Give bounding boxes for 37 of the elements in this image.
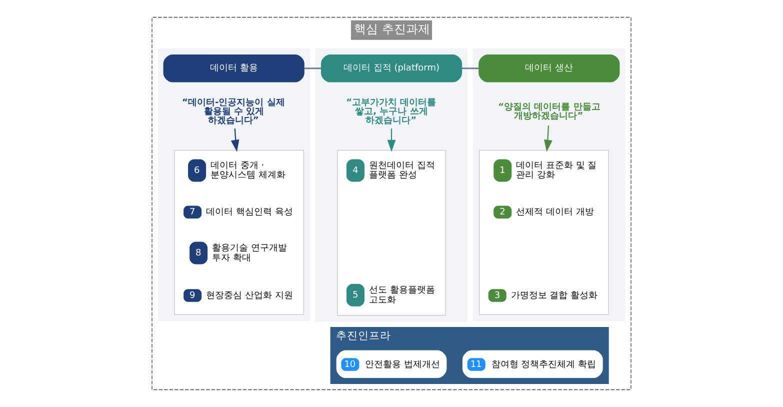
node-label: 데이터 중개 · 분양시스템 체계화: [210, 160, 286, 181]
node-box: 7: [184, 206, 202, 219]
connector: [304, 68, 322, 70]
arrow: [544, 126, 552, 152]
node-box: 8: [190, 242, 208, 264]
arrow: [387, 128, 396, 152]
node-box: 데이터 집적 (platform): [320, 54, 462, 82]
node-label: 선도 활용플랫폼 고도화: [368, 286, 435, 306]
node-label: 원천데이터 집적 플랫폼 완성: [368, 160, 435, 181]
connector: [462, 68, 479, 70]
arrow: [230, 128, 240, 152]
cluster: [315, 48, 468, 322]
cluster: [478, 150, 609, 315]
cluster: [337, 150, 446, 316]
node-label: 데이터 표준화 및 질 관리 강화: [516, 160, 597, 181]
node-label: 선제적 데이터 개방: [516, 207, 594, 218]
node-box: 11 참여형 정책추진체계 확립: [462, 350, 603, 378]
node-box: 2: [494, 206, 512, 219]
node-box: 데이터 생산: [478, 54, 620, 82]
node-box: 6: [188, 159, 206, 182]
node-text: “데이터-인공지능이 실제 활용될 수 있게 하겠습니다”: [182, 98, 285, 126]
node-label: 현장중심 산업화 지원: [206, 290, 293, 301]
node-box: 4: [346, 159, 364, 182]
cluster: [472, 48, 626, 321]
node-text: “고부가가치 데이터를 쌓고, 누구나 쓰게 하겠습니다”: [346, 98, 436, 126]
node-box: 9: [184, 289, 202, 302]
node-box: 5: [346, 284, 364, 306]
cluster: [174, 150, 304, 315]
cluster: [158, 48, 310, 321]
node-label: 데이터 핵심인력 육성: [206, 207, 293, 218]
node-label: 가명정보 결합 활성화: [510, 290, 598, 301]
node-text: “양질의 데이터를 만들고 개방하겠습니다”: [498, 102, 600, 122]
node-box: 1: [494, 159, 512, 182]
node-box: 10 안전활용 법제개선: [336, 350, 447, 378]
node-box: 3: [488, 289, 506, 302]
node-label: 활용기술 연구개발 투자 확대: [212, 243, 287, 264]
node-box: 데이터 활용: [163, 54, 304, 82]
